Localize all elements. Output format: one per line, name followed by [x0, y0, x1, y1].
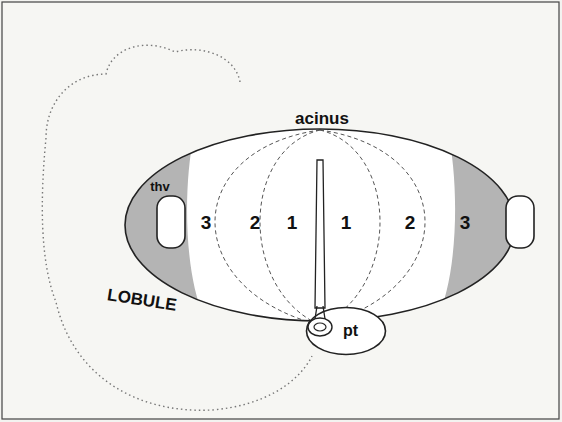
zone-number: 2	[250, 213, 261, 232]
vessel-label: thv	[150, 180, 170, 193]
zone-number: 1	[341, 213, 352, 232]
portal-branch	[315, 160, 325, 308]
portal-tract: pt	[305, 306, 387, 356]
terminal-hepatic-venule	[506, 196, 534, 248]
acinus-outline	[125, 129, 515, 321]
zone-number: 1	[287, 213, 298, 232]
node-label: pt	[343, 323, 358, 339]
structure-label: acinus	[295, 110, 349, 127]
terminal-hepatic-venule	[157, 196, 185, 248]
zone-number: 3	[201, 213, 212, 232]
frame	[2, 2, 559, 419]
zone-number: 2	[405, 213, 416, 232]
zone-number: 3	[460, 213, 471, 232]
zone-3-shading	[100, 100, 212, 330]
zone-3-shading	[430, 100, 540, 330]
